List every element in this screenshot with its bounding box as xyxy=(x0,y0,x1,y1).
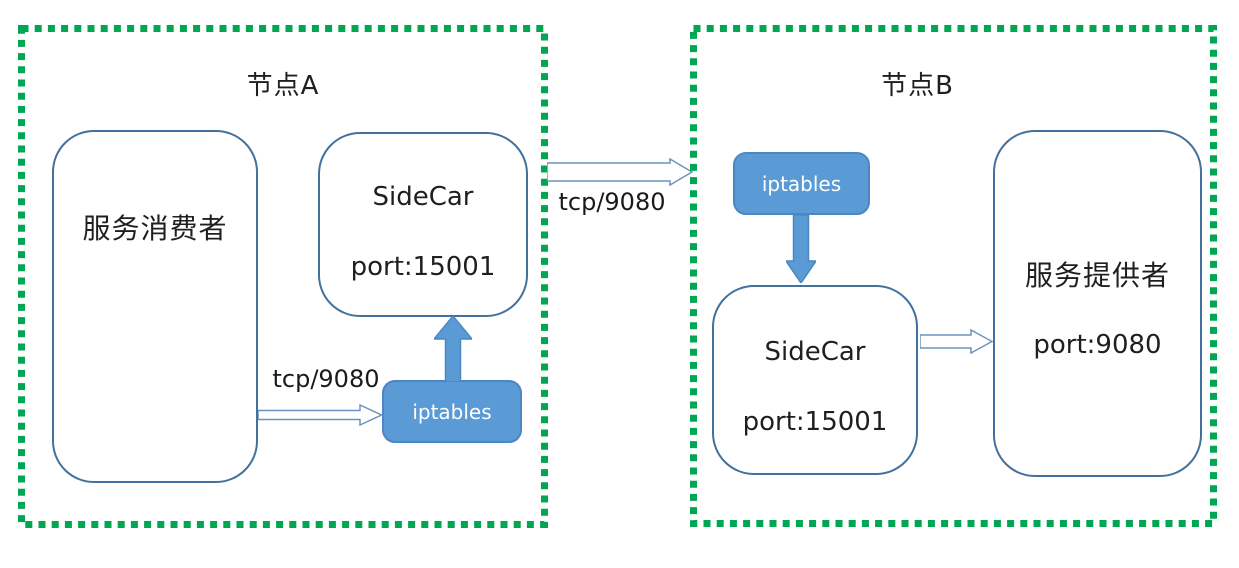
sidecar-b-name: SideCar xyxy=(764,337,866,367)
arrow-sidecar-to-provider-icon xyxy=(920,329,993,354)
arrow-iptables-to-sidecar-a-icon xyxy=(434,316,472,382)
sidecar-a-box: SideCar port:15001 xyxy=(318,132,528,317)
provider-port: port:9080 xyxy=(1033,330,1162,360)
consumer-label: 服务消费者 xyxy=(82,212,228,245)
link-flow-label: tcp/9080 xyxy=(558,188,666,216)
sidecar-a-name: SideCar xyxy=(372,182,474,212)
iptables-b-label: iptables xyxy=(761,171,842,196)
node-b-border xyxy=(690,25,1217,527)
provider-box: 服务提供者 port:9080 xyxy=(993,130,1202,477)
arrow-consumer-to-iptables-icon xyxy=(258,403,383,427)
node-a-flow-label: tcp/9080 xyxy=(272,365,380,393)
iptables-a-label: iptables xyxy=(412,399,492,424)
iptables-b-box: iptables xyxy=(733,152,870,215)
node-a-title: 节点A xyxy=(246,71,320,101)
consumer-box: 服务消费者 xyxy=(52,130,258,483)
node-b: 节点B xyxy=(690,25,1217,527)
provider-label: 服务提供者 xyxy=(1024,259,1170,292)
sidecar-a-port: port:15001 xyxy=(350,252,496,282)
arrow-node-a-to-node-b-icon xyxy=(547,158,693,186)
node-a: 节点A xyxy=(18,25,548,528)
node-b-title: 节点B xyxy=(881,71,954,101)
arrow-iptables-to-sidecar-b-icon xyxy=(786,215,816,283)
node-a-border xyxy=(18,25,548,528)
iptables-a-box: iptables xyxy=(382,380,522,443)
sidecar-b-box: SideCar port:15001 xyxy=(712,285,918,475)
sidecar-b-port: port:15001 xyxy=(742,407,888,437)
